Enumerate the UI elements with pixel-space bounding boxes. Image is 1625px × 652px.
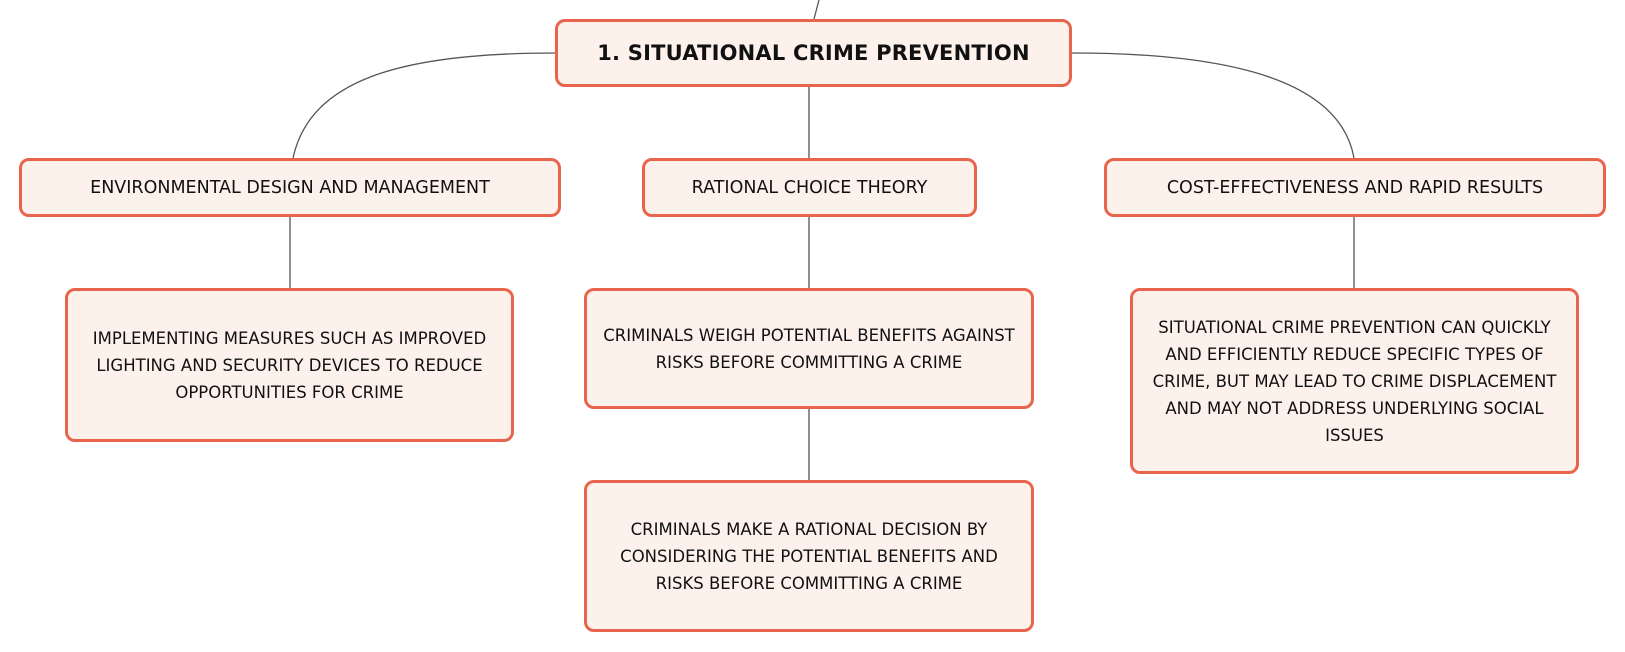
edge-root-to-cost bbox=[1071, 52, 1355, 159]
root-node[interactable]: 1. SITUATIONAL CRIME PREVENTION bbox=[555, 19, 1072, 87]
leaf-node-cost-effectiveness-detail[interactable]: SITUATIONAL CRIME PREVENTION CAN QUICKLY… bbox=[1130, 288, 1579, 474]
leaf-node-label: CRIMINALS MAKE A RATIONAL DECISION BY CO… bbox=[620, 519, 998, 593]
branch-node-environmental-design[interactable]: ENVIRONMENTAL DESIGN AND MANAGEMENT bbox=[19, 158, 561, 217]
leaf-node-label: CRIMINALS WEIGH POTENTIAL BENEFITS AGAIN… bbox=[603, 325, 1015, 372]
branch-node-label: COST-EFFECTIVENESS AND RAPID RESULTS bbox=[1166, 177, 1544, 198]
leaf-node-label: IMPLEMENTING MEASURES SUCH AS IMPROVED L… bbox=[92, 328, 487, 402]
leaf-node-criminals-weigh-benefits[interactable]: CRIMINALS WEIGH POTENTIAL BENEFITS AGAIN… bbox=[584, 288, 1034, 409]
edge-root-to-environmental bbox=[292, 52, 556, 159]
branch-node-label: ENVIRONMENTAL DESIGN AND MANAGEMENT bbox=[90, 177, 490, 198]
edge-parent-to-root bbox=[813, 0, 820, 20]
leaf-node-rational-decision[interactable]: CRIMINALS MAKE A RATIONAL DECISION BY CO… bbox=[584, 480, 1034, 632]
branch-node-rational-choice[interactable]: RATIONAL CHOICE THEORY bbox=[642, 158, 977, 217]
branch-node-cost-effectiveness[interactable]: COST-EFFECTIVENESS AND RAPID RESULTS bbox=[1104, 158, 1606, 217]
root-node-label: 1. SITUATIONAL CRIME PREVENTION bbox=[597, 41, 1030, 65]
leaf-node-environmental-measures[interactable]: IMPLEMENTING MEASURES SUCH AS IMPROVED L… bbox=[65, 288, 514, 442]
leaf-node-label: SITUATIONAL CRIME PREVENTION CAN QUICKLY… bbox=[1152, 317, 1557, 445]
branch-node-label: RATIONAL CHOICE THEORY bbox=[691, 177, 928, 198]
